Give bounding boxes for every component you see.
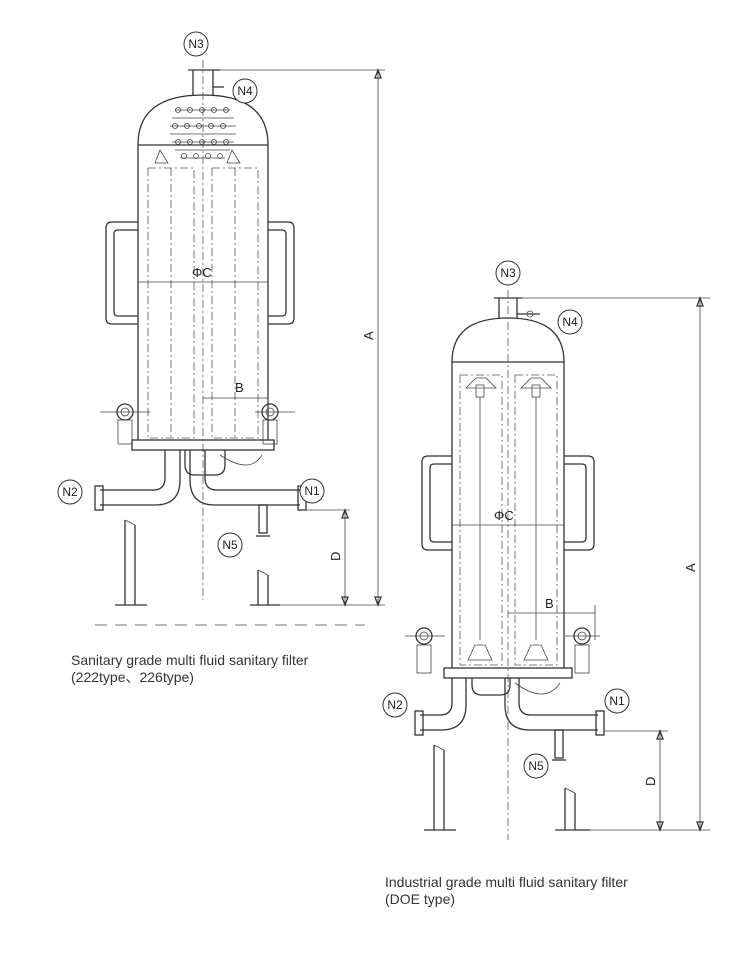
- n3-bubble-left: N3: [183, 31, 209, 57]
- svg-text:N5: N5: [222, 538, 238, 552]
- svg-text:N4: N4: [237, 84, 253, 98]
- dim-c-label-left: ΦC: [192, 265, 212, 280]
- dim-d-label-right: D: [643, 777, 658, 786]
- caption-industrial: Industrial grade multi fluid sanitary fi…: [385, 874, 628, 908]
- n2-bubble-left: N2: [57, 479, 83, 505]
- svg-text:N2: N2: [62, 485, 78, 499]
- svg-text:N3: N3: [500, 266, 516, 280]
- dim-c-label-right: ΦC: [494, 508, 514, 523]
- sanitary-filter-drawing: [94, 60, 385, 626]
- svg-text:N4: N4: [562, 315, 578, 329]
- svg-text:N3: N3: [188, 37, 204, 51]
- svg-text:N1: N1: [609, 694, 625, 708]
- svg-text:N2: N2: [387, 698, 403, 712]
- caption-sanitary-line1: Sanitary grade multi fluid sanitary filt…: [71, 652, 309, 668]
- svg-text:N1: N1: [304, 484, 320, 498]
- n3-bubble-right: N3: [495, 260, 521, 286]
- n1-bubble-left: N1: [299, 478, 325, 504]
- n2-bubble-right: N2: [382, 692, 408, 718]
- n1-bubble-right: N1: [604, 688, 630, 714]
- caption-sanitary-line2: (222type、226type): [71, 669, 194, 685]
- caption-sanitary: Sanitary grade multi fluid sanitary filt…: [71, 652, 308, 686]
- n4-bubble-right: N4: [557, 309, 583, 335]
- industrial-filter-drawing: [405, 290, 710, 840]
- caption-industrial-line1: Industrial grade multi fluid sanitary fi…: [385, 874, 628, 890]
- n5-bubble-right: N5: [523, 753, 549, 779]
- dim-a-label-left: A: [361, 331, 376, 340]
- dim-b-label-left: B: [235, 380, 244, 395]
- n4-bubble-left: N4: [232, 78, 258, 104]
- svg-text:N5: N5: [528, 759, 544, 773]
- dim-b-label-right: B: [545, 596, 554, 611]
- dim-a-label-right: A: [683, 563, 698, 572]
- caption-industrial-line2: (DOE type): [385, 891, 456, 907]
- dim-d-label-left: D: [328, 552, 343, 561]
- n5-bubble-left: N5: [217, 532, 243, 558]
